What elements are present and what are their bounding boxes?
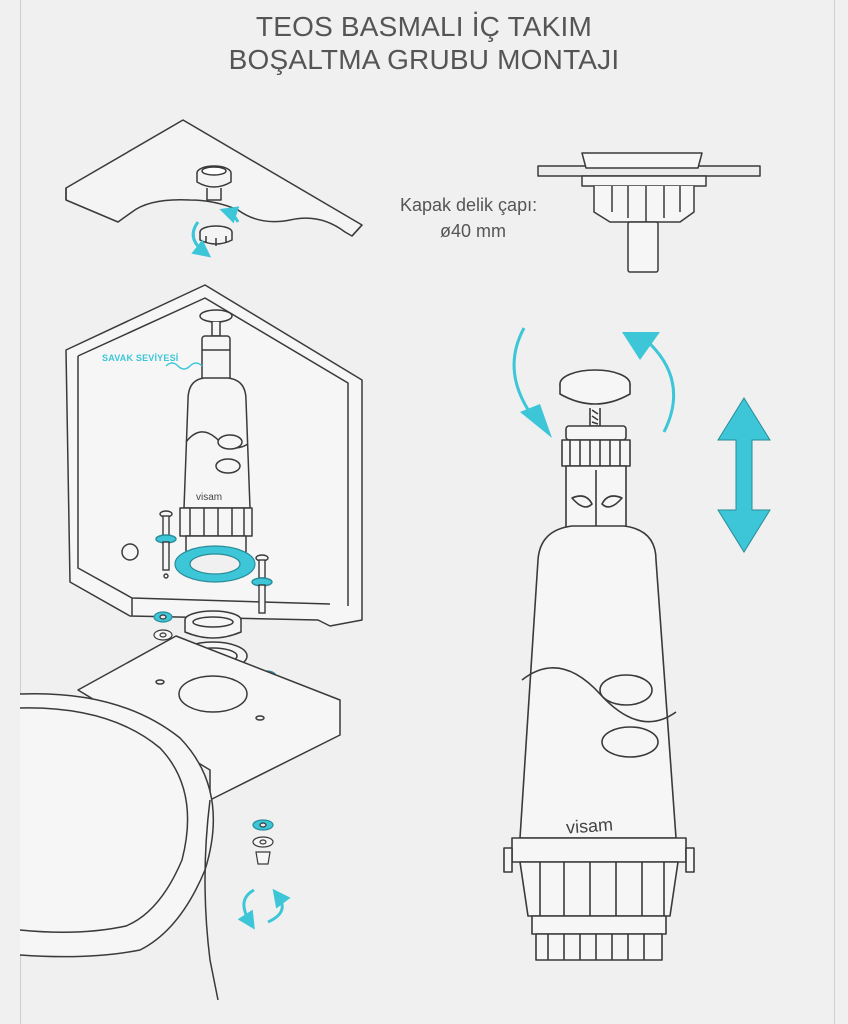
flush-valve-large: [503, 369, 695, 961]
hole-note-line-2: ø40 mm: [440, 221, 506, 241]
up-down-arrow: [717, 397, 771, 553]
brand-label-large: visam: [565, 814, 613, 837]
lid-hole-section: [537, 152, 761, 273]
rotate-arrow-right: [644, 338, 676, 433]
title-line-1: TEOS BASMALI İÇ TAKIM: [255, 11, 593, 42]
title-line-2: BOŞALTMA GRUBU MONTAJI: [228, 44, 620, 75]
toilet-bowl: [19, 635, 341, 1001]
brand-label-small: visam: [196, 492, 222, 503]
washers-bottom: [252, 819, 274, 865]
lock-nut-small: [199, 225, 233, 246]
water-level-label: SAVAK SEVİYESİ: [102, 353, 179, 363]
push-button-small: [196, 165, 232, 201]
bolt-left: [155, 510, 177, 579]
tank-lid-group: [65, 119, 363, 258]
frame-right-line: [834, 0, 835, 1024]
hole-note-line-1: Kapak delik çapı:: [400, 195, 537, 215]
rotate-arrow-bottom: [237, 888, 255, 930]
bolt-right: [251, 554, 273, 614]
water-level-wave: [165, 362, 203, 370]
diagram-title: TEOS BASMALI İÇ TAKIM BOŞALTMA GRUBU MON…: [0, 10, 848, 76]
cyan-seal-ring: [174, 545, 256, 583]
frame-left-line: [20, 0, 21, 1024]
rotate-arrow-lid: [191, 221, 212, 258]
